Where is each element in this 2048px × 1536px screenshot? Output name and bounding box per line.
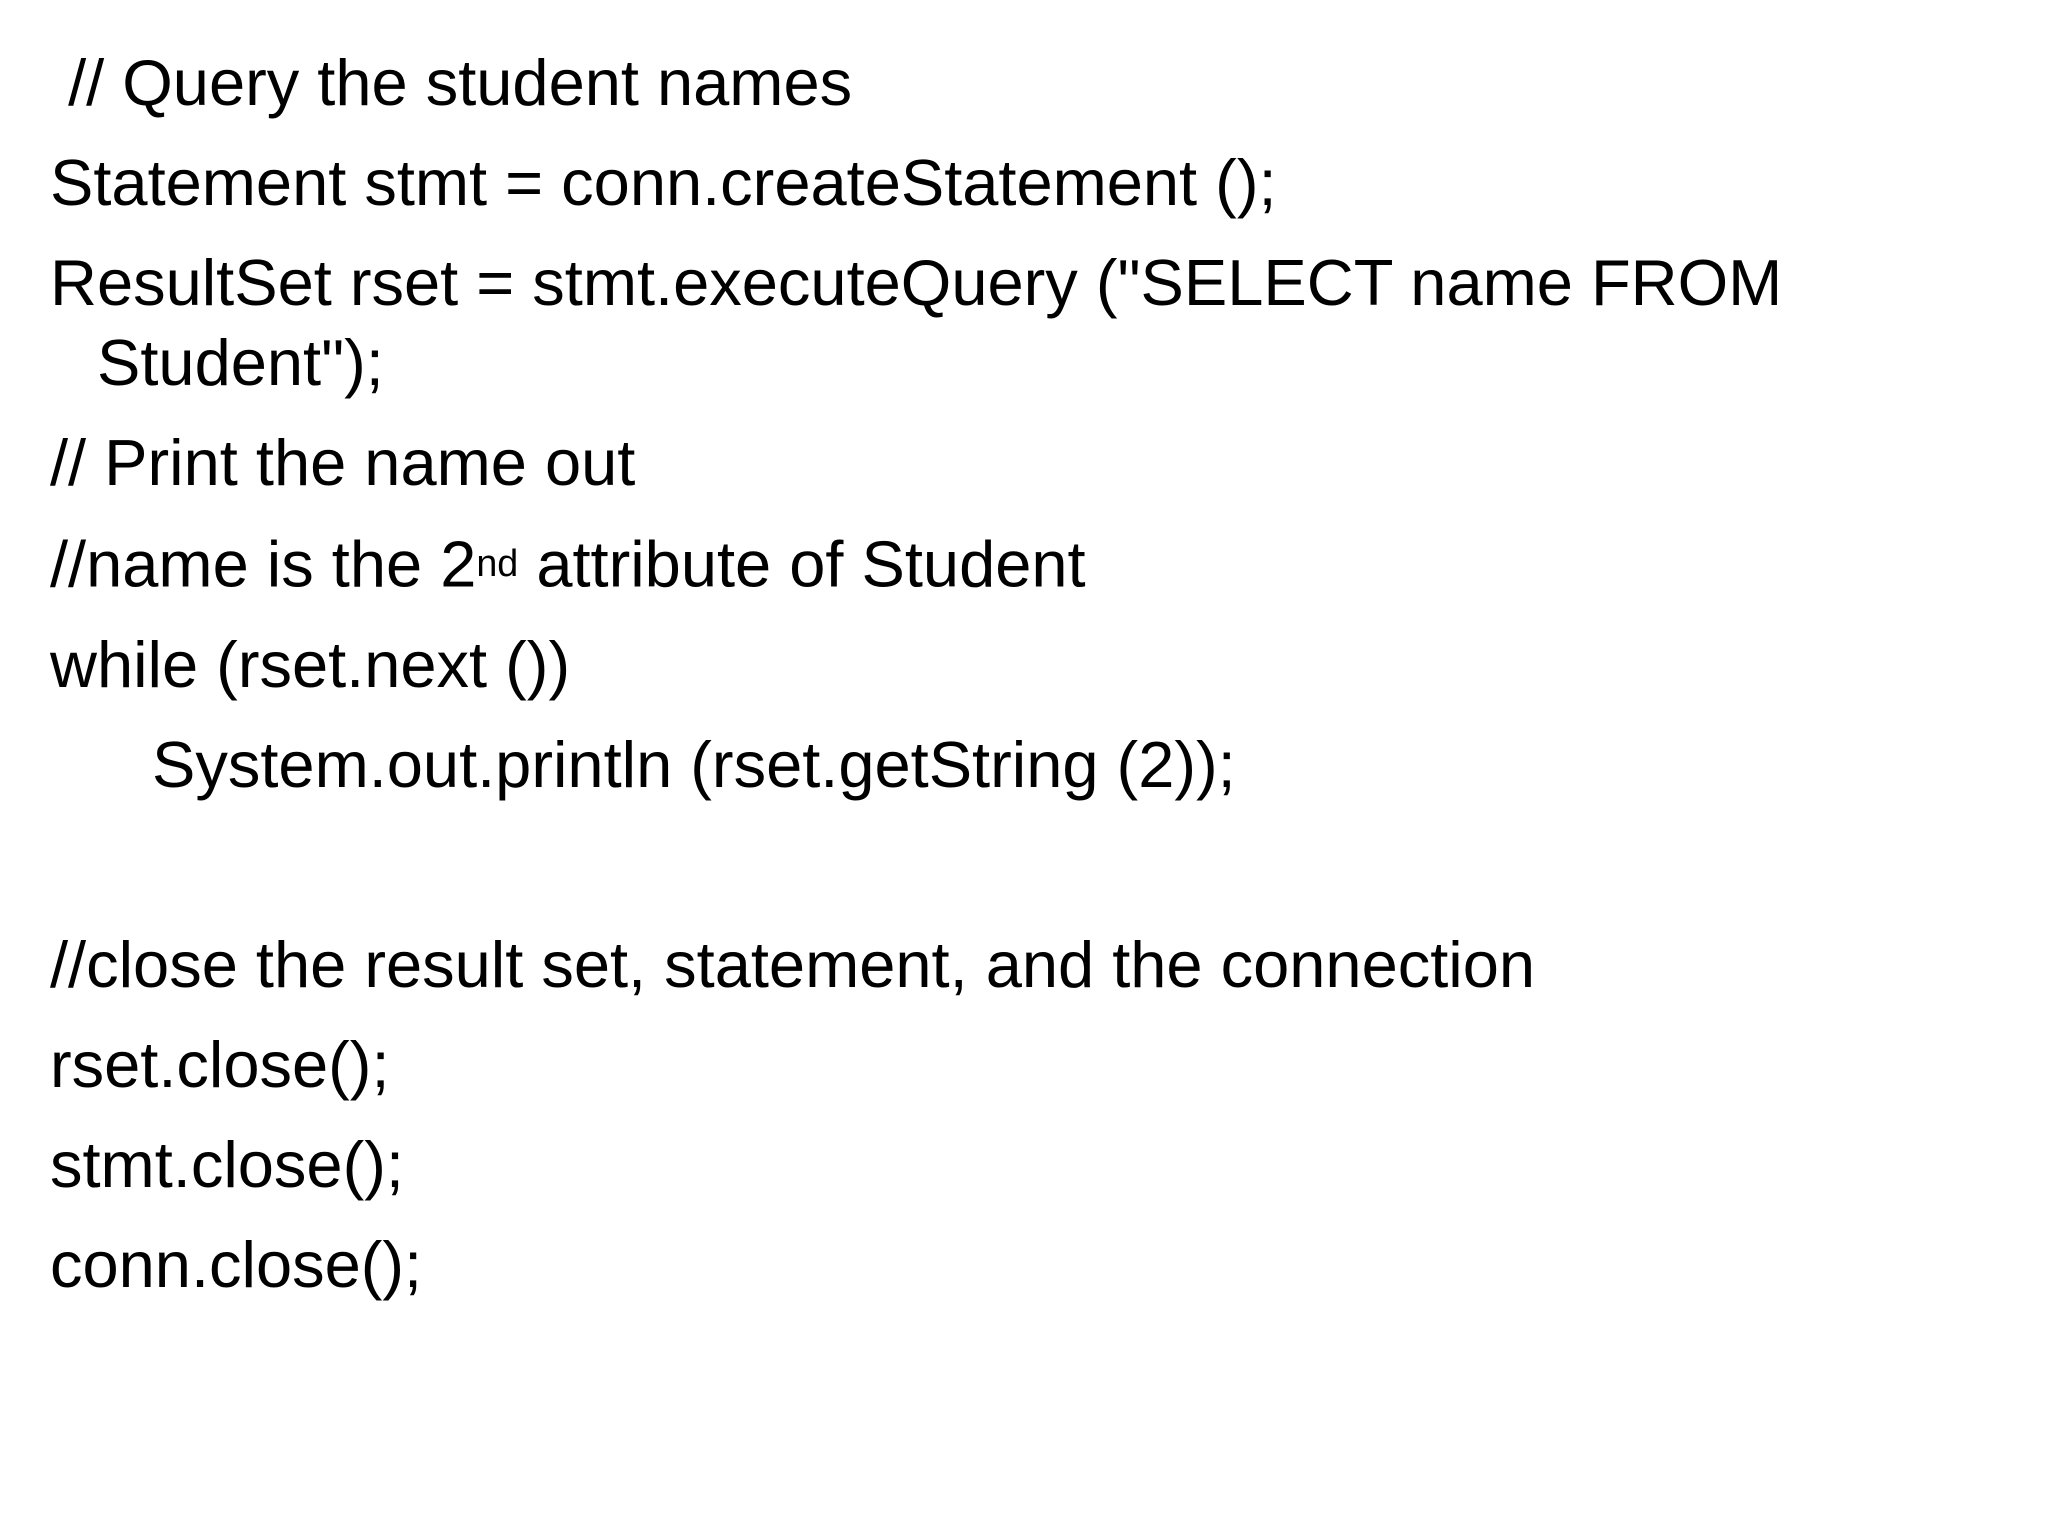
code-line-execute-query: ResultSet rset = stmt.executeQuery ("SEL… [50, 246, 1783, 319]
blank-line [50, 825, 2008, 905]
comment-attribute-prefix: //name is the 2 [50, 527, 477, 601]
code-line-comment-print: // Print the name out [50, 426, 636, 499]
code-line-comment-close: //close the result set, statement, and t… [50, 927, 1536, 1001]
code-line-create-statement: Statement stmt = conn.createStatement ()… [50, 146, 1277, 219]
code-line-conn-close: conn.close(); [50, 1227, 423, 1301]
code-line-execute-query-continuation: Student"); [97, 326, 384, 399]
code-line-rset-close: rset.close(); [50, 1027, 390, 1101]
comment-attribute-superscript: nd [476, 542, 519, 584]
code-line-stmt-close: stmt.close(); [50, 1127, 404, 1201]
code-line-comment-attribute: //name is the 2nd attribute of Student [50, 523, 2008, 605]
code-line-comment-query: // Query the student names [50, 46, 853, 119]
code-line-while-loop: while (rset.next ()) [50, 627, 571, 701]
comment-attribute-suffix: attribute of Student [518, 527, 1086, 601]
code-line-println: System.out.println (rset.getString (2)); [152, 727, 1236, 801]
